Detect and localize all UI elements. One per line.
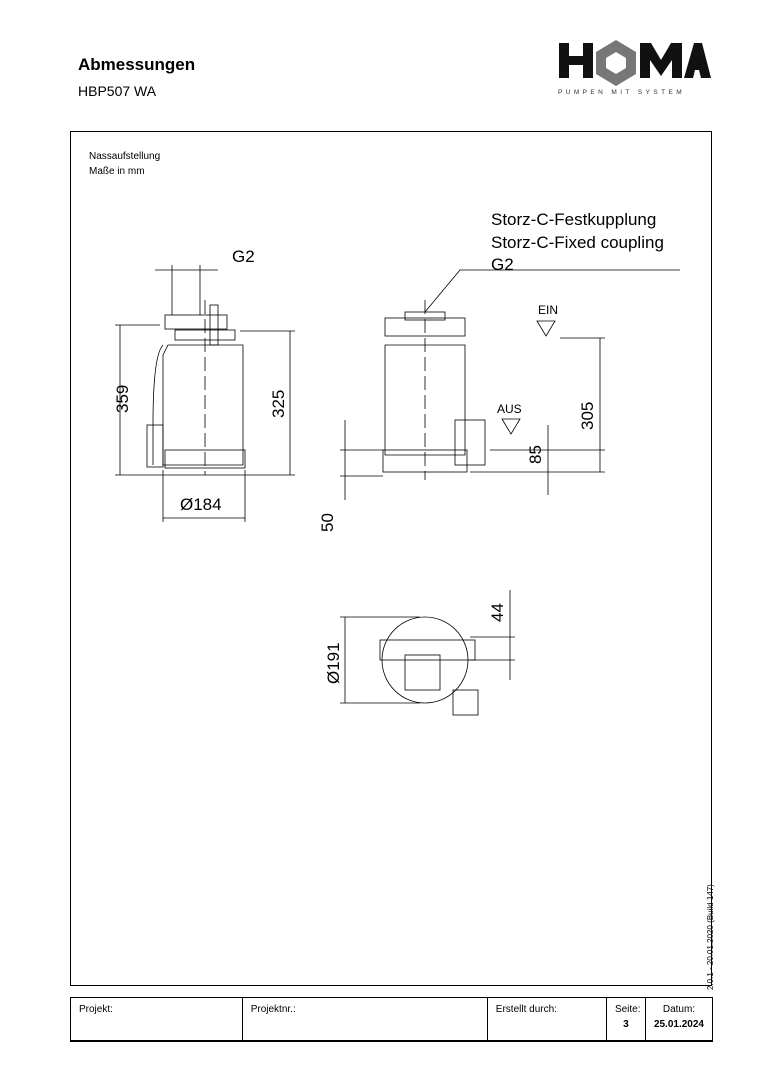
units-note: Maße in mm: [89, 166, 145, 177]
seite-label: Seite:: [614, 1004, 641, 1015]
page-title: Abmessungen: [78, 55, 196, 74]
pump-front-view: [340, 269, 680, 500]
homa-logo: PUMPEN MIT SYSTEM: [558, 40, 711, 96]
setup-note: Nassaufstellung: [89, 151, 161, 162]
dim-305: 305: [578, 402, 597, 430]
projektnr-cell: Projektnr.:: [243, 998, 488, 1040]
level-aus: AUS: [497, 402, 522, 416]
version-text: 2.0.1 - 20.01.2020 (Build 147): [706, 884, 715, 990]
projekt-label: Projekt:: [79, 1004, 113, 1015]
datum-cell: Datum: 25.01.2024: [646, 998, 712, 1040]
pump-top-view: [340, 590, 515, 716]
datum-label: Datum:: [662, 1004, 696, 1015]
seite-value: 3: [623, 1019, 629, 1030]
model-name: HBP507 WA: [78, 83, 157, 99]
seite-cell: Seite: 3: [607, 998, 646, 1040]
coupling-label-de: Storz-C-Festkupplung: [491, 210, 656, 229]
dim-85: 85: [526, 445, 545, 464]
erstellt-label: Erstellt durch:: [495, 1004, 557, 1015]
dim-50: 50: [318, 513, 337, 532]
dim-325: 325: [269, 390, 288, 418]
datum-value: 25.01.2024: [653, 1019, 704, 1030]
projektnr-label: Projektnr.:: [250, 1004, 296, 1015]
dim-359: 359: [113, 385, 132, 413]
footer-table: Projekt: Projektnr.: Erstellt durch: Sei…: [70, 997, 713, 1042]
pump-side-view: [115, 265, 295, 522]
erstellt-cell: Erstellt durch:: [488, 998, 607, 1040]
coupling-size: G2: [491, 255, 514, 274]
dim-44: 44: [488, 603, 507, 622]
dim-dia-191: Ø191: [324, 642, 343, 684]
dim-dia-184: Ø184: [180, 495, 222, 514]
drawing-frame: [70, 131, 712, 986]
dim-g2: G2: [232, 247, 255, 266]
level-ein: EIN: [538, 303, 558, 317]
coupling-label-en: Storz-C-Fixed coupling: [491, 233, 664, 252]
dimension-drawing: Storz-C-Festkupplung Storz-C-Fixed coupl…: [113, 210, 680, 716]
projekt-cell: Projekt:: [71, 998, 243, 1040]
svg-text:PUMPEN MIT SYSTEM: PUMPEN MIT SYSTEM: [558, 89, 685, 96]
